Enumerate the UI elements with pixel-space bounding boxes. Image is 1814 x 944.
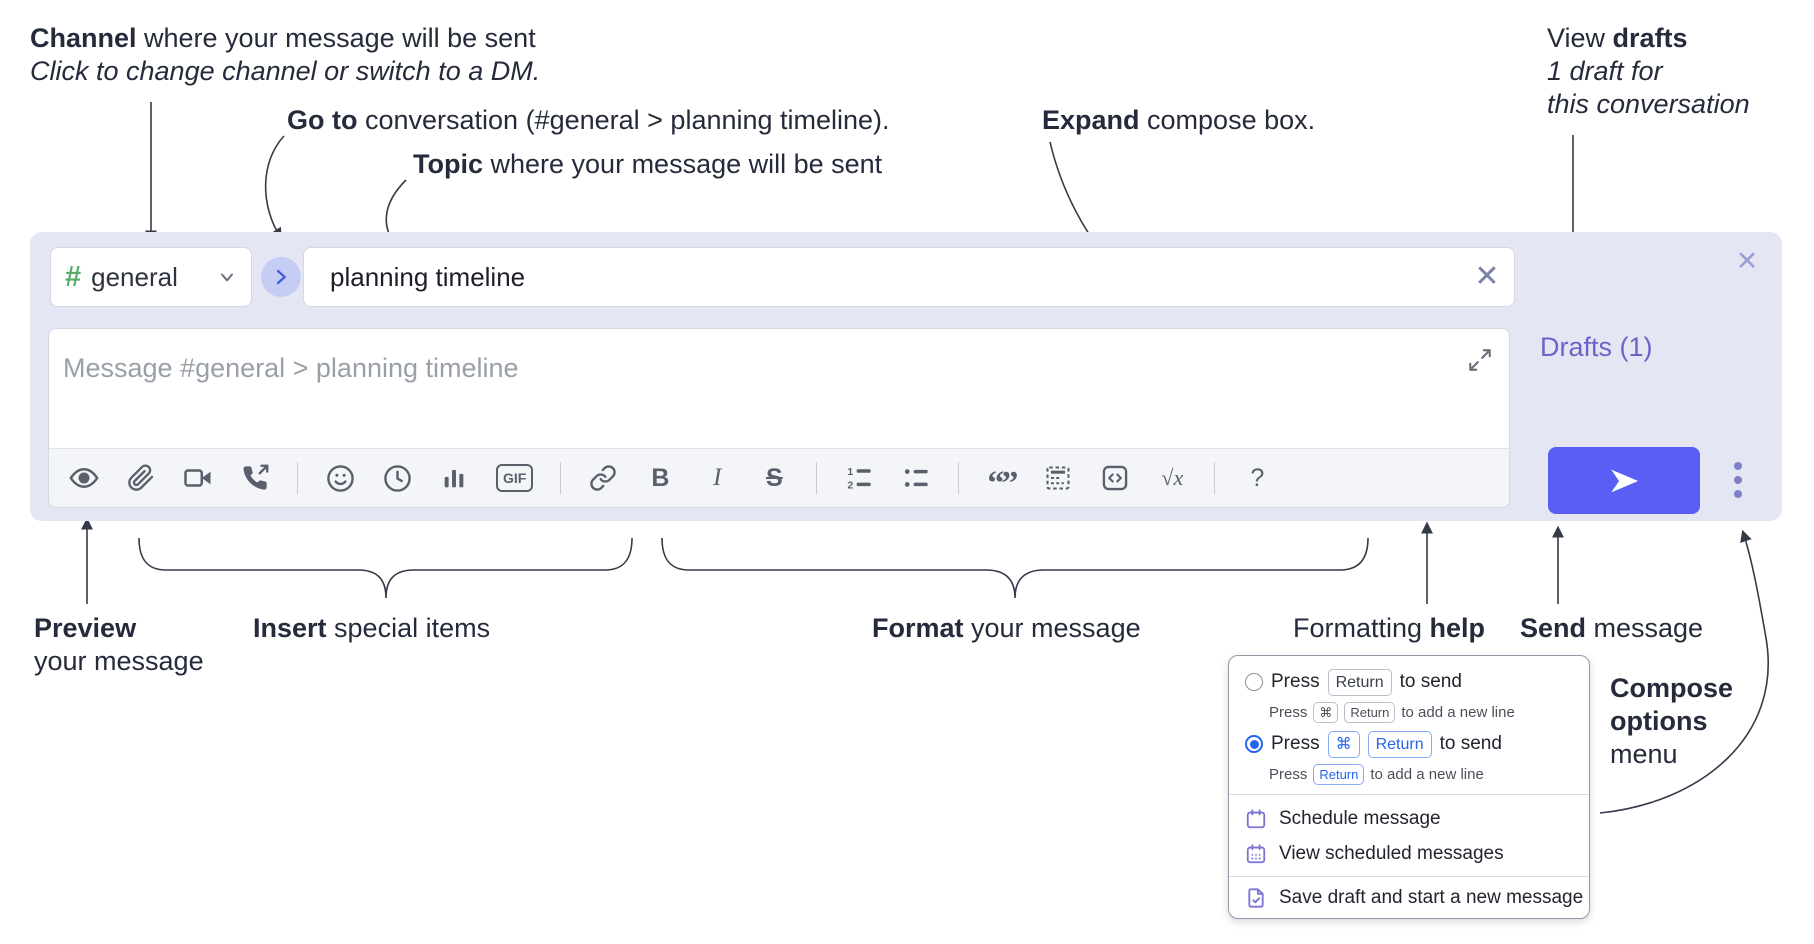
annotation-view-drafts: View drafts 1 draft for this conversatio… xyxy=(1547,23,1750,119)
link-icon[interactable] xyxy=(588,463,618,493)
expand-compose-icon[interactable] xyxy=(1467,347,1493,373)
annotation-goto: Go to conversation (#general > planning … xyxy=(287,105,890,135)
numbered-list-icon[interactable]: 1 2 xyxy=(844,463,874,493)
svg-text:1: 1 xyxy=(848,466,854,478)
toolbar-divider xyxy=(1214,462,1216,494)
toolbar-divider xyxy=(297,462,298,494)
gif-icon[interactable]: GIF xyxy=(496,464,534,492)
toolbar-divider xyxy=(560,462,562,494)
compose-options-menu-button[interactable] xyxy=(1720,450,1756,510)
annotation-compose-options: Compose options menu xyxy=(1610,673,1734,769)
chevron-down-icon xyxy=(221,273,233,282)
annotation-format: Format your message xyxy=(872,613,1141,643)
option-cmd-enter-to-send[interactable]: Press ⌘ Return to send xyxy=(1245,728,1579,760)
italic-icon[interactable]: I xyxy=(713,464,722,491)
annotation-send: Send message xyxy=(1520,613,1704,643)
time-icon[interactable] xyxy=(382,463,412,493)
channel-name: general xyxy=(91,261,178,292)
message-placeholder: Message #general > planning timeline xyxy=(63,353,519,383)
video-call-icon[interactable] xyxy=(183,463,213,493)
topic-clear-button[interactable]: ✕ xyxy=(1474,260,1500,293)
poll-icon[interactable] xyxy=(439,463,469,493)
option-cmd-enter-to-send-hint: Press Return to add a new line xyxy=(1269,763,1484,785)
annotation-expand: Expand compose box. xyxy=(1042,105,1316,135)
math-icon[interactable]: √x xyxy=(1161,465,1184,490)
popup-divider xyxy=(1229,794,1589,795)
menu-item-view-scheduled[interactable]: View scheduled messages xyxy=(1245,837,1579,871)
go-to-conversation-button[interactable] xyxy=(261,257,301,297)
radio-selected-icon[interactable] xyxy=(1245,735,1263,753)
calendar-icon xyxy=(1245,808,1267,830)
annotation-topic: Topic where your message will be sent xyxy=(413,149,883,179)
annotation-insert: Insert special items xyxy=(253,613,491,643)
code-icon[interactable] xyxy=(1100,463,1130,493)
voice-call-icon[interactable] xyxy=(240,463,270,493)
strikethrough-icon[interactable]: S xyxy=(766,463,783,492)
channel-hash-icon: # xyxy=(65,260,82,293)
option-enter-to-send[interactable]: Press Return to send xyxy=(1245,666,1579,698)
topic-input[interactable] xyxy=(303,247,1515,307)
preview-icon[interactable] xyxy=(69,463,99,493)
save-draft-icon xyxy=(1245,887,1267,909)
annotation-channel: Channel where your message will be sent … xyxy=(30,23,541,86)
bulleted-list-icon[interactable] xyxy=(901,463,931,493)
send-options-popup: Press Return to send Press ⌘ Return to a… xyxy=(1228,655,1590,919)
attach-file-icon[interactable] xyxy=(126,463,156,493)
radio-unselected-icon[interactable] xyxy=(1245,673,1263,691)
message-box[interactable]: Message #general > planning timeline xyxy=(48,328,1510,508)
quote-icon[interactable]: “” xyxy=(987,465,1018,502)
calendar-clock-icon xyxy=(1245,843,1267,865)
chevron-right-icon xyxy=(276,269,286,285)
compose-box: # general ✕ ✕ Message #general > plannin… xyxy=(30,232,1782,521)
menu-item-save-draft[interactable]: Save draft and start a new message xyxy=(1245,882,1583,914)
compose-toolbar: GIF B I S 1 2 xyxy=(49,448,1509,507)
close-compose-button[interactable]: ✕ xyxy=(1735,246,1759,276)
emoji-icon[interactable] xyxy=(325,463,355,493)
svg-text:2: 2 xyxy=(848,480,854,492)
annotation-preview: Preview your message xyxy=(34,613,204,676)
bold-icon[interactable]: B xyxy=(651,463,670,492)
toolbar-divider xyxy=(958,462,960,494)
annotation-formatting-help: Formatting help xyxy=(1293,613,1486,643)
spoiler-icon[interactable] xyxy=(1043,463,1073,493)
channel-selector-button[interactable]: # general xyxy=(50,247,252,307)
option-enter-to-send-hint: Press ⌘ Return to add a new line xyxy=(1269,701,1515,723)
menu-item-schedule-message[interactable]: Schedule message xyxy=(1245,802,1579,836)
popup-divider xyxy=(1229,876,1589,877)
send-icon xyxy=(1611,469,1639,492)
send-button[interactable] xyxy=(1548,447,1700,514)
toolbar-divider xyxy=(816,462,818,494)
drafts-link[interactable]: Drafts (1) xyxy=(1540,332,1653,362)
message-formatting-help-icon[interactable]: ? xyxy=(1250,463,1265,492)
